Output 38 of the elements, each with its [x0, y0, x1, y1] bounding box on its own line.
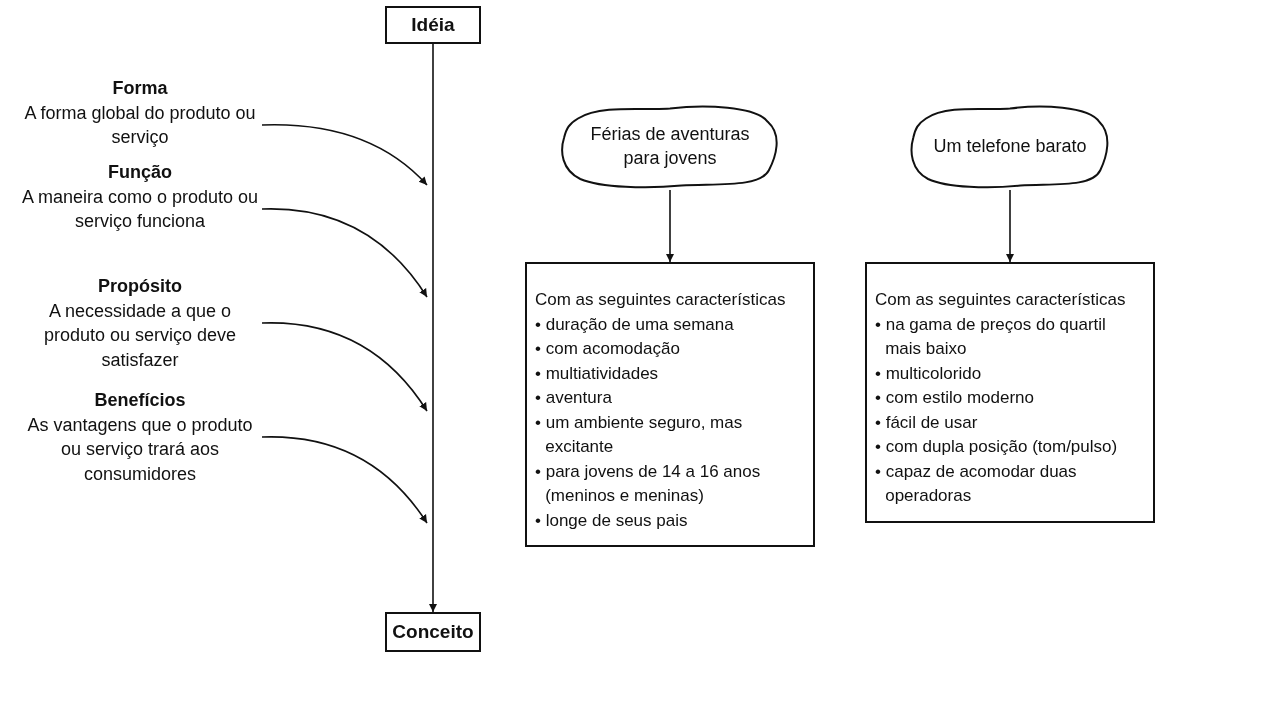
arrow: [666, 189, 674, 263]
description: A forma global do produto ou serviço: [23, 101, 257, 149]
arrow: [261, 124, 428, 186]
process-box: [385, 6, 481, 44]
heading: Função: [107, 161, 173, 184]
heading: Benefícios: [93, 389, 187, 412]
list-item: • na gama de preços do quartil mais baixo: [875, 313, 1107, 360]
list-item: • com estilo moderno: [875, 387, 1036, 409]
list-item: • com acomodação: [535, 338, 681, 360]
list-item: • um ambiente seguro, mas excitante: [535, 411, 744, 458]
arrow: [1006, 189, 1014, 263]
list-item: • com dupla posição (tom/pulso): [875, 436, 1119, 458]
list-item: • fácil de usar: [875, 411, 979, 434]
arrow: [261, 436, 428, 524]
arrow: [261, 322, 428, 412]
arrow: [429, 43, 437, 613]
list-item: • longe de seus pais: [535, 509, 689, 532]
description: A necessidade a que o produto ou serviço deve satisfazer: [42, 299, 238, 372]
list-item: • multiatividades: [535, 362, 660, 385]
list-box: [525, 262, 815, 547]
box-label: Idéia: [411, 14, 455, 36]
list-item: • para jovens de 14 a 16 anos (meninos e meninas): [535, 460, 762, 507]
cloud-label: Férias de aventuras para jovens: [589, 123, 751, 170]
list-item: • duração de uma semana: [535, 313, 735, 336]
list-heading: Com as seguintes características: [875, 289, 1127, 311]
process-box: [385, 612, 481, 652]
cloud-label: Um telefone barato: [932, 135, 1088, 158]
list-item: • multicolorido: [875, 362, 983, 385]
list-item: • capaz de acomodar duas operadoras: [875, 460, 1078, 507]
list-item: • aventura: [535, 387, 613, 409]
list-box: [865, 262, 1155, 523]
description: As vantagens que o produto ou serviço trará aos consumidores: [26, 413, 254, 486]
box-label: Conceito: [392, 621, 474, 643]
heading: Forma: [111, 77, 169, 100]
heading: Propósito: [97, 275, 183, 298]
arrow: [261, 208, 428, 298]
description: A maneira como o produto ou serviço funciona: [20, 185, 260, 233]
list-heading: Com as seguintes características: [535, 289, 787, 311]
